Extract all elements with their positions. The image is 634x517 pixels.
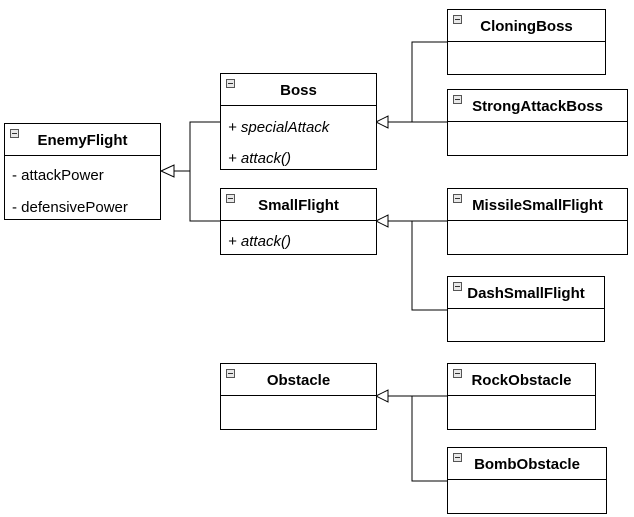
collapse-icon[interactable] xyxy=(453,282,462,291)
class-name: EnemyFlight xyxy=(37,132,128,149)
class-enemy-flight[interactable]: EnemyFlight - attackPower - defensivePow… xyxy=(4,123,161,220)
collapse-icon[interactable] xyxy=(453,453,462,462)
collapse-icon[interactable] xyxy=(453,95,462,104)
class-boss[interactable]: Boss + specialAttack + attack() xyxy=(220,73,377,170)
class-header: BombObstacle xyxy=(448,448,606,480)
edge-smallflight-to-enemyflight xyxy=(189,171,220,222)
class-missile-small-flight[interactable]: MissileSmallFlight xyxy=(447,188,628,255)
class-header: RockObstacle xyxy=(448,364,595,396)
generalization-arrowhead-boss xyxy=(374,115,389,129)
class-name: SmallFlight xyxy=(258,197,339,214)
collapse-icon[interactable] xyxy=(453,15,462,24)
generalization-arrowhead-smallflight xyxy=(374,214,389,228)
class-small-flight[interactable]: SmallFlight + attack() xyxy=(220,188,377,255)
class-header: Boss xyxy=(221,74,376,106)
collapse-icon[interactable] xyxy=(226,194,235,203)
edge-dash-to-smallflight xyxy=(411,221,447,311)
operation: + specialAttack xyxy=(228,119,330,136)
edge-cloningboss-to-boss xyxy=(388,41,447,123)
class-cloning-boss[interactable]: CloningBoss xyxy=(447,9,606,75)
class-name: Boss xyxy=(280,82,317,99)
class-name: RockObstacle xyxy=(471,372,572,389)
class-name: Obstacle xyxy=(266,372,331,389)
collapse-icon[interactable] xyxy=(226,79,235,88)
class-header: EnemyFlight xyxy=(5,124,160,156)
operation: + attack() xyxy=(228,150,291,167)
class-header: SmallFlight xyxy=(221,189,376,221)
class-name: CloningBoss xyxy=(480,18,573,35)
class-rock-obstacle[interactable]: RockObstacle xyxy=(447,363,596,430)
operation: + attack() xyxy=(228,233,291,250)
collapse-icon[interactable] xyxy=(453,369,462,378)
class-header: StrongAttackBoss xyxy=(448,90,627,122)
generalization-arrowhead-enemyflight xyxy=(159,164,175,178)
class-obstacle[interactable]: Obstacle xyxy=(220,363,377,430)
edge-boss-to-enemyflight xyxy=(174,121,220,172)
generalization-arrowhead-obstacle xyxy=(374,389,389,403)
class-header: CloningBoss xyxy=(448,10,605,42)
class-header: MissileSmallFlight xyxy=(448,189,627,221)
attribute: - defensivePower xyxy=(12,199,128,216)
attribute: - attackPower xyxy=(12,167,104,184)
class-name: BombObstacle xyxy=(474,456,580,473)
class-dash-small-flight[interactable]: DashSmallFlight xyxy=(447,276,605,342)
class-name: MissileSmallFlight xyxy=(472,197,603,214)
class-header: DashSmallFlight xyxy=(448,277,604,309)
class-strong-attack-boss[interactable]: StrongAttackBoss xyxy=(447,89,628,156)
class-bomb-obstacle[interactable]: BombObstacle xyxy=(447,447,607,514)
collapse-icon[interactable] xyxy=(226,369,235,378)
class-name: DashSmallFlight xyxy=(467,285,585,302)
class-name: StrongAttackBoss xyxy=(472,98,603,115)
collapse-icon[interactable] xyxy=(10,129,19,138)
collapse-icon[interactable] xyxy=(453,194,462,203)
class-header: Obstacle xyxy=(221,364,376,396)
edge-bomb-to-obstacle xyxy=(411,396,447,482)
